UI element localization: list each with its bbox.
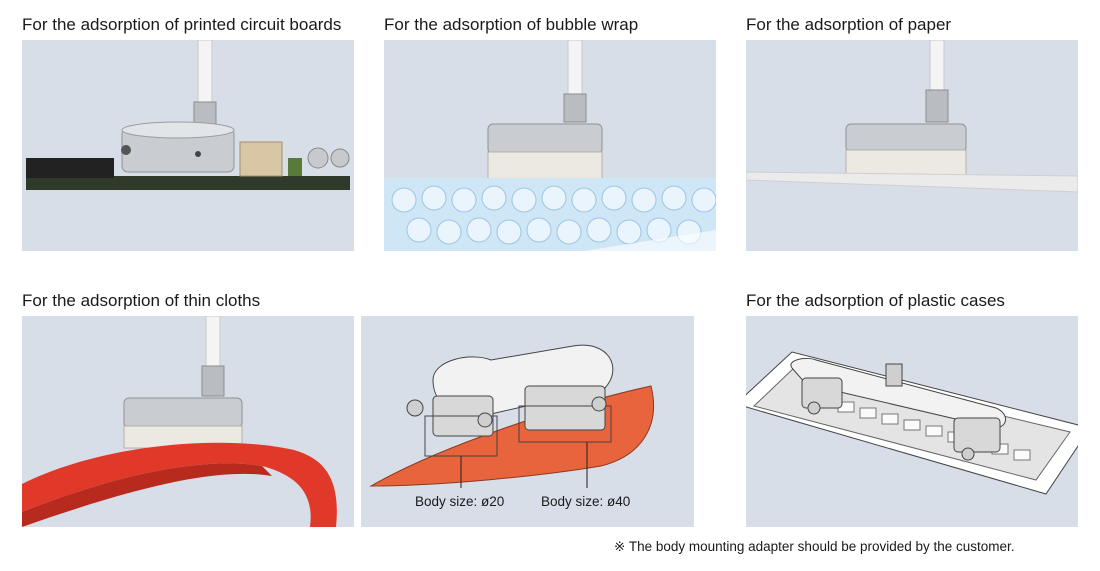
caption-bubble-wrap: For the adsorption of bubble wrap xyxy=(384,15,639,34)
plastic-case-illustration xyxy=(746,351,1078,495)
plastic-case-diagram xyxy=(746,316,1078,527)
footnote: ※ The body mounting adapter should be pr… xyxy=(614,539,1015,554)
caption-plastic-cases: For the adsorption of plastic cases xyxy=(746,291,1005,310)
cloth-illustration xyxy=(22,316,337,527)
caption-pcb: For the adsorption of printed circuit bo… xyxy=(22,15,342,34)
paper-photo xyxy=(746,40,1078,251)
pcb-photo xyxy=(22,40,354,251)
pcb-illustration xyxy=(26,40,350,190)
body-size-illustration xyxy=(369,344,655,488)
body-size-diagram: Body size: ø20 Body size: ø40 xyxy=(361,316,694,527)
caption-thin-cloths: For the adsorption of thin cloths xyxy=(22,291,261,310)
caption-paper: For the adsorption of paper xyxy=(746,15,952,34)
cloth-photo xyxy=(22,316,354,527)
bubble-wrap-photo xyxy=(384,40,716,251)
bubble-wrap-illustration xyxy=(384,40,716,251)
paper-illustration xyxy=(746,40,1078,193)
body-size-40-label: Body size: ø40 xyxy=(541,494,631,509)
body-size-20-label: Body size: ø20 xyxy=(415,494,505,509)
